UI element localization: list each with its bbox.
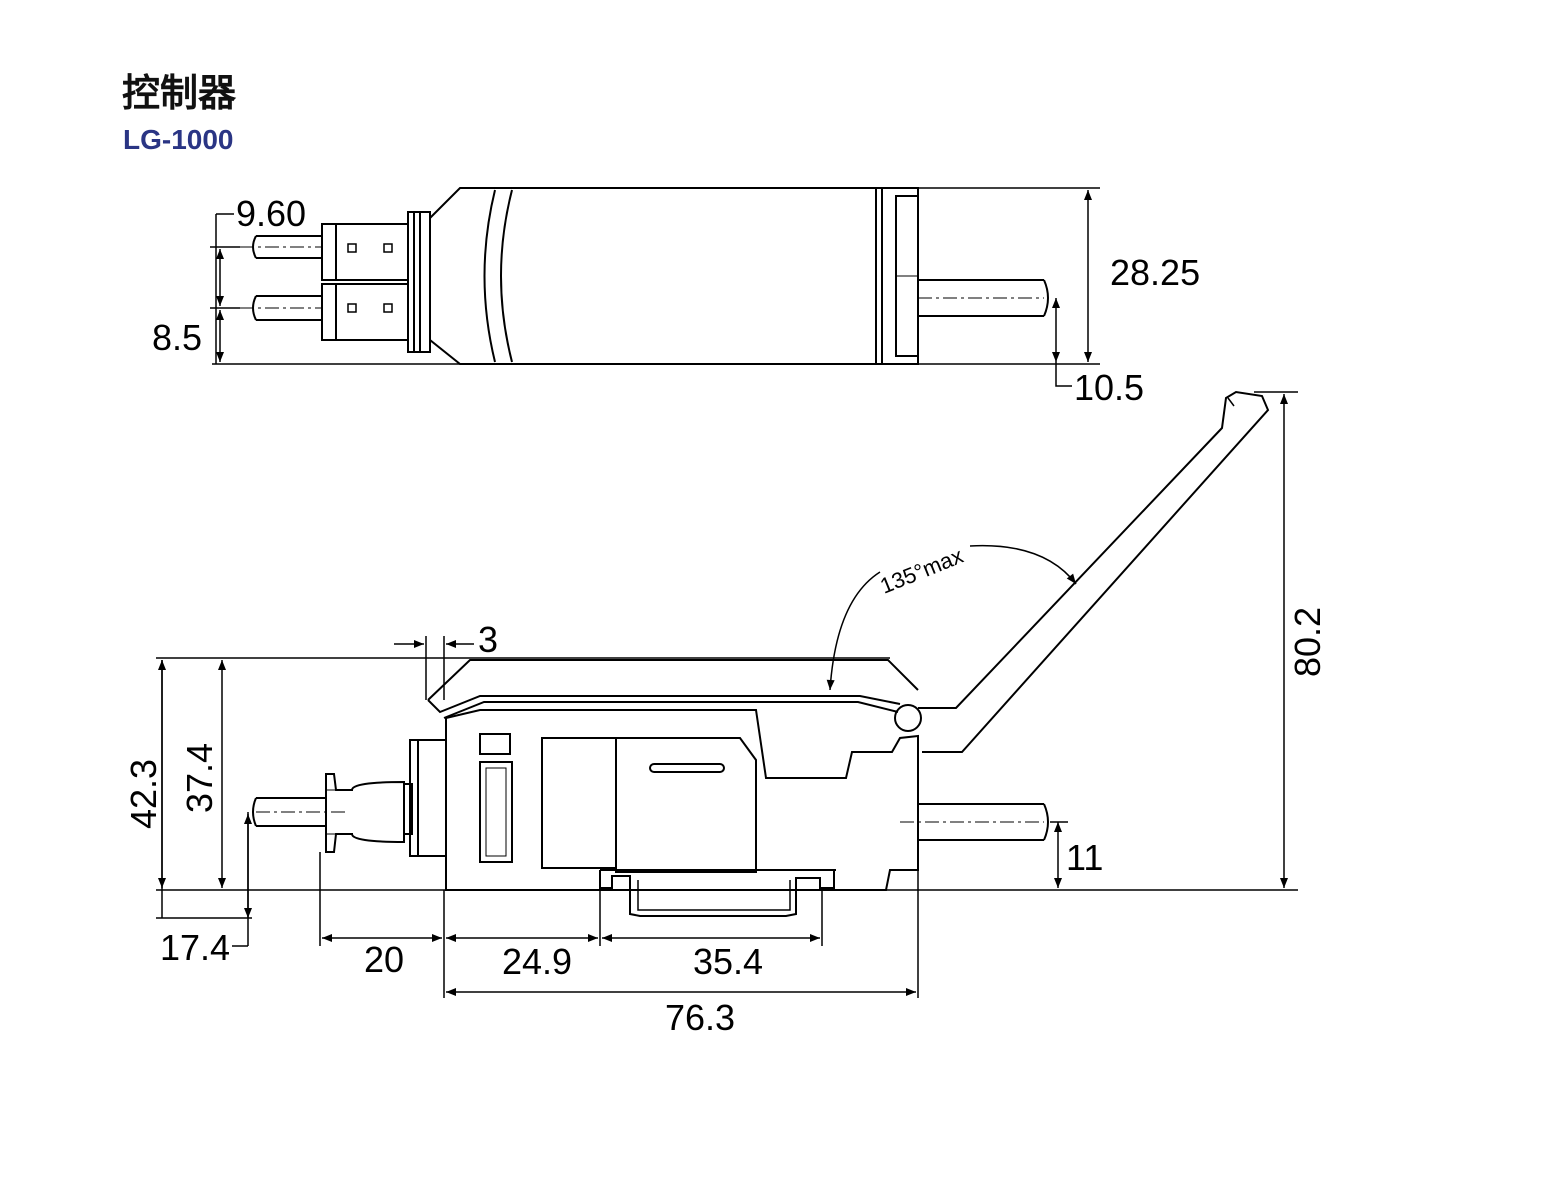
top-dimensions — [210, 187, 1100, 387]
page-title: 控制器 — [122, 71, 237, 115]
top-view — [210, 187, 1100, 387]
dim-body-height: 37.4 — [179, 743, 220, 813]
dim-connector-length: 20 — [364, 939, 404, 980]
side-cover-closed — [427, 659, 919, 719]
side-cables — [252, 797, 1049, 841]
top-right-cable — [918, 279, 1049, 317]
dim-top-cable-height: 10.5 — [1074, 367, 1144, 408]
side-cover-open — [894, 390, 1270, 753]
dim-cover-step: 3 — [478, 619, 498, 660]
dim-connector-offset: 8.5 — [152, 317, 202, 358]
model-number: LG-1000 — [123, 124, 234, 155]
side-connector — [325, 739, 447, 857]
dim-front-length: 24.9 — [502, 941, 572, 982]
top-left-cables — [240, 235, 322, 321]
top-connectors — [321, 211, 431, 353]
dim-total-height: 42.3 — [123, 759, 164, 829]
dim-connector-pitch: 9.60 — [236, 193, 306, 234]
dim-connector-height: 17.4 — [160, 927, 230, 968]
side-view — [156, 390, 1298, 998]
angle-arc — [826, 544, 1077, 691]
top-body — [429, 187, 919, 365]
angle-label: 135°max — [877, 543, 967, 599]
side-body — [445, 709, 919, 891]
dim-body-length: 76.3 — [665, 997, 735, 1038]
dim-side-cable-height: 11 — [1066, 837, 1103, 878]
dim-rail-width: 35.4 — [693, 941, 763, 982]
dim-open-height: 80.2 — [1287, 607, 1328, 677]
side-din-clip — [599, 870, 835, 917]
side-dimensions — [156, 391, 1298, 998]
dim-top-height: 28.25 — [1110, 252, 1200, 293]
